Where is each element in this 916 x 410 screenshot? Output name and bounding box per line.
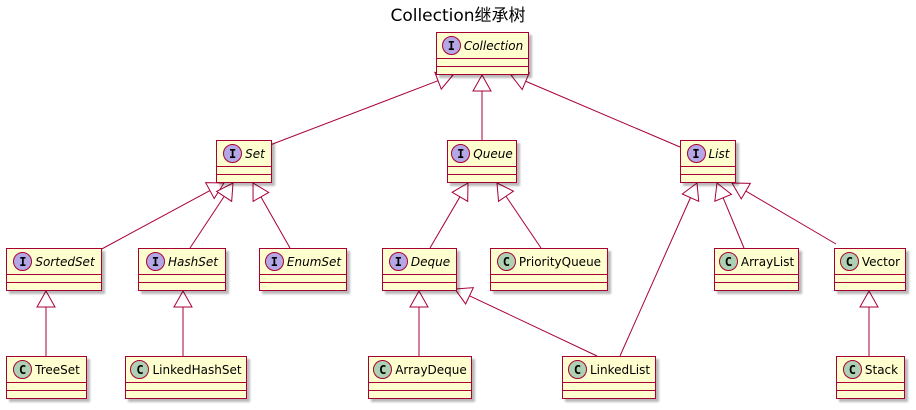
node-label: TreeSet (35, 362, 80, 377)
inheritance-arrowhead-icon (681, 182, 700, 203)
edge-stack-to-vector (859, 289, 879, 356)
inheritance-arrowhead-icon (215, 182, 234, 203)
inheritance-arrowhead-icon (472, 73, 492, 92)
inheritance-arrowhead-icon (454, 287, 475, 305)
edge-deque-to-queue (429, 182, 469, 249)
node-label: Deque (410, 254, 451, 269)
node-label: PriorityQueue (518, 254, 602, 269)
class-icon: C (567, 360, 587, 379)
node-label: LinkedHashSet (152, 362, 242, 377)
inheritance-arrowhead-icon (36, 289, 56, 308)
edge-set-to-collection (269, 71, 454, 146)
class-icon: C (13, 360, 33, 379)
inheritance-arrowhead-icon (714, 182, 733, 203)
edge-priorityqueue-to-queue (496, 182, 542, 249)
interface-icon: I (13, 252, 33, 271)
inheritance-line (429, 196, 461, 249)
interface-icon: I (441, 36, 461, 55)
edge-treeset-to-sortedset (36, 289, 56, 356)
inheritance-line (745, 190, 837, 245)
inheritance-line (469, 295, 598, 357)
inheritance-line (189, 196, 225, 249)
class-icon: C (842, 360, 862, 379)
node-label: Queue (473, 146, 513, 161)
inheritance-arrowhead-icon (409, 289, 429, 308)
inheritance-line (269, 80, 439, 146)
inheritance-arrowhead-icon (173, 289, 193, 308)
inheritance-line (97, 190, 211, 252)
node-label: Stack (864, 362, 899, 377)
node-label: ArrayList (740, 254, 795, 269)
edge-list-to-collection (510, 72, 681, 148)
interface-icon: I (686, 144, 706, 163)
edge-queue-to-collection (472, 73, 492, 140)
node-label: SortedSet (35, 254, 95, 269)
diagram-title: Collection继承树 (390, 6, 526, 26)
class-icon: C (839, 252, 859, 271)
class-icon: C (496, 252, 516, 271)
interface-icon: I (146, 252, 166, 271)
node-label: EnumSet (286, 254, 342, 269)
inheritance-line (260, 196, 291, 249)
edge-arraylist-to-list (714, 182, 745, 249)
inheritance-arrowhead-icon (859, 289, 879, 308)
class-icon: C (718, 252, 738, 271)
edge-linkedlist-to-deque (454, 287, 598, 357)
inheritance-arrowhead-icon (252, 182, 270, 203)
edge-hashset-to-set (189, 182, 234, 249)
node-label: Vector (861, 254, 901, 269)
inheritance-arrowhead-icon (731, 182, 752, 200)
inheritance-arrowhead-icon (451, 182, 469, 203)
edge-linkedlist-to-list (619, 182, 700, 357)
edge-sortedset-to-set (97, 182, 225, 252)
node-label: HashSet (168, 254, 218, 269)
inheritance-line (722, 197, 745, 249)
node-label: Set (245, 146, 265, 161)
edge-enumset-to-set (252, 182, 291, 249)
interface-icon: I (264, 252, 284, 271)
class-icon: C (130, 360, 150, 379)
inheritance-line (525, 80, 681, 148)
edge-arraydeque-to-deque (409, 289, 429, 356)
edge-linkedhashset-to-hashset (173, 289, 193, 356)
node-label: List (708, 146, 730, 161)
interface-icon: I (223, 144, 243, 163)
inheritance-arrowhead-icon (496, 182, 515, 203)
interface-icon: I (451, 144, 471, 163)
inheritance-line (505, 195, 542, 249)
interface-icon: I (388, 252, 408, 271)
node-label: Collection (463, 38, 524, 53)
node-label: LinkedList (589, 362, 651, 377)
node-label: ArrayDeque (395, 362, 467, 377)
edge-vector-to-list (731, 182, 837, 245)
class-icon: C (373, 360, 393, 379)
inheritance-line (619, 197, 691, 357)
